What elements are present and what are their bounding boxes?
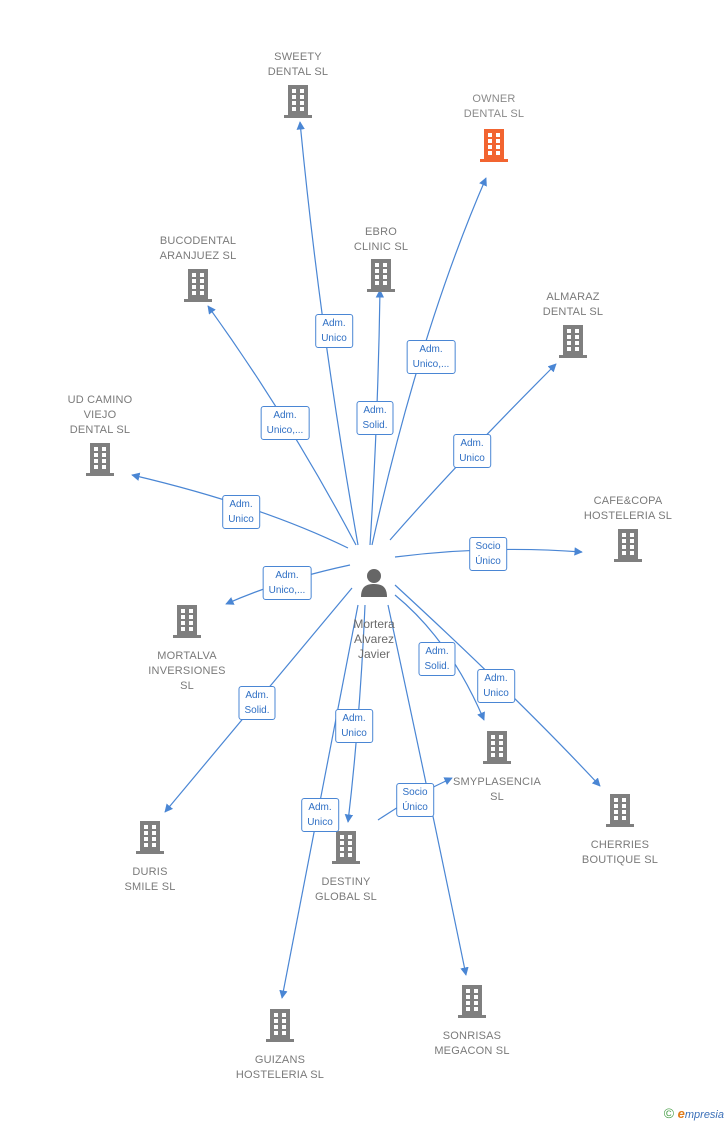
relation-label-sweety[interactable]: Adm. Unico	[315, 314, 353, 348]
copyright-symbol: ©	[663, 1105, 675, 1121]
person-node[interactable]: Mortera Alvarez Javier	[324, 551, 424, 662]
building-icon	[86, 442, 114, 481]
relation-label-destiny[interactable]: Socio Único	[396, 783, 434, 817]
company-name: SWEETY DENTAL SL	[267, 51, 329, 78]
relation-label-smyplasencia[interactable]: Adm. Solid.	[418, 642, 456, 676]
company-node-guizans[interactable]: GUIZANS HOSTELERIA SL	[205, 1008, 355, 1083]
building-icon	[266, 1008, 294, 1047]
company-node-almaraz[interactable]: ALMARAZ DENTAL SL	[498, 290, 648, 363]
brand-initial: e	[677, 1106, 685, 1121]
building-icon	[480, 128, 508, 167]
company-node-bucodental[interactable]: BUCODENTAL ARANJUEZ SL	[123, 234, 273, 307]
company-node-owner[interactable]: OWNER DENTAL SL	[419, 92, 569, 167]
company-node-sweety[interactable]: SWEETY DENTAL SL	[223, 50, 373, 123]
relation-label-mortalva[interactable]: Adm. Unico,...	[262, 566, 312, 600]
company-name: DURIS SMILE SL	[124, 866, 176, 893]
building-icon	[136, 820, 164, 859]
building-icon	[184, 268, 212, 307]
relation-label-destiny[interactable]: Adm. Unico	[335, 709, 373, 743]
company-node-cherries[interactable]: CHERRIES BOUTIQUE SL	[545, 793, 695, 868]
company-name: SONRISAS MEGACON SL	[434, 1030, 510, 1057]
company-name: ALMARAZ DENTAL SL	[542, 291, 604, 318]
building-icon	[367, 258, 395, 297]
relation-label-bucodental[interactable]: Adm. Unico,...	[260, 406, 310, 440]
building-icon	[332, 830, 360, 869]
company-node-sonrisas[interactable]: SONRISAS MEGACON SL	[397, 984, 547, 1059]
company-name: MORTALVA INVERSIONES SL	[148, 650, 226, 692]
company-node-cafecopa[interactable]: CAFE&COPA HOSTELERIA SL	[553, 494, 703, 567]
building-icon	[559, 324, 587, 363]
relation-label-duris[interactable]: Adm. Solid.	[238, 686, 276, 720]
company-node-udcamino[interactable]: UD CAMINO VIEJO DENTAL SL	[25, 393, 175, 481]
relation-label-guizans[interactable]: Adm. Unico	[301, 798, 339, 832]
company-name: CHERRIES BOUTIQUE SL	[581, 839, 659, 866]
company-node-smyplasencia[interactable]: SMYPLASENCIA SL	[422, 730, 572, 805]
relation-label-cherries[interactable]: Adm. Unico	[477, 669, 515, 703]
building-icon	[284, 84, 312, 123]
company-name: BUCODENTAL ARANJUEZ SL	[159, 235, 237, 262]
company-node-mortalva[interactable]: MORTALVA INVERSIONES SL	[112, 604, 262, 694]
company-name: DESTINY GLOBAL SL	[315, 876, 377, 903]
relation-label-almaraz[interactable]: Adm. Unico	[453, 434, 491, 468]
relation-label-cafecopa[interactable]: Socio Único	[469, 537, 507, 571]
person-icon	[361, 569, 387, 597]
building-icon	[458, 984, 486, 1023]
relation-label-owner[interactable]: Adm. Unico,...	[406, 340, 456, 374]
company-name: EBRO CLINIC SL	[353, 226, 409, 253]
company-name: UD CAMINO VIEJO DENTAL SL	[67, 394, 133, 436]
company-name: GUIZANS HOSTELERIA SL	[235, 1054, 325, 1081]
brand-name: mpresia	[684, 1109, 724, 1121]
company-node-destiny[interactable]: DESTINY GLOBAL SL	[271, 830, 421, 905]
person-name: Mortera Alvarez Javier	[353, 617, 395, 661]
building-icon	[614, 528, 642, 567]
building-icon	[483, 730, 511, 769]
company-node-ebro[interactable]: EBRO CLINIC SL	[306, 225, 456, 297]
relation-label-ebro[interactable]: Adm. Solid.	[356, 401, 394, 435]
relation-label-udcamino[interactable]: Adm. Unico	[222, 495, 260, 529]
company-node-duris[interactable]: DURIS SMILE SL	[75, 820, 225, 895]
building-icon	[606, 793, 634, 832]
company-name: CAFE&COPA HOSTELERIA SL	[583, 495, 673, 522]
brand-footer: © empresia	[664, 1105, 724, 1121]
building-icon	[173, 604, 201, 643]
company-name: OWNER DENTAL SL	[463, 93, 525, 120]
company-name: SMYPLASENCIA SL	[453, 776, 541, 803]
